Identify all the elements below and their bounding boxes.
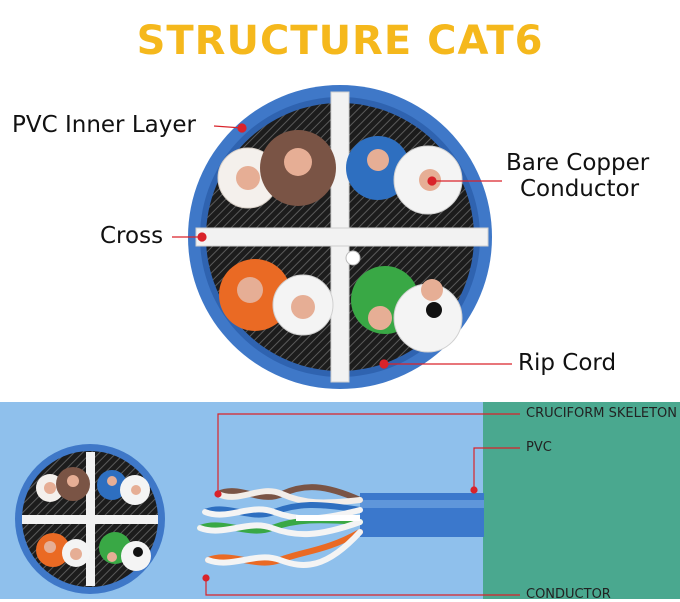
orange-pair bbox=[219, 259, 334, 336]
label-pvc-inner-layer: PVC Inner Layer bbox=[12, 112, 196, 138]
top-leader-lines bbox=[172, 123, 512, 369]
label-bare-copper-1: Bare Copper bbox=[506, 150, 650, 176]
page-title: STRUCTURE CAT6 bbox=[136, 18, 544, 64]
bottom-leader-lines bbox=[202, 413, 520, 596]
cable-side-view bbox=[197, 484, 484, 568]
label-rip-cord: Rip Cord bbox=[518, 350, 617, 376]
label-conductor: CONDUCTOR bbox=[526, 587, 611, 602]
brown-pair bbox=[217, 130, 336, 209]
label-cross: Cross bbox=[100, 223, 164, 249]
cable-cross-section bbox=[188, 85, 492, 389]
green-pair bbox=[351, 266, 463, 353]
blue-pair bbox=[346, 136, 463, 215]
small-cross-section bbox=[15, 444, 165, 594]
label-cruciform-skeleton: CRUCIFORM SKELETON bbox=[526, 406, 677, 421]
cross-spline-horizontal bbox=[195, 227, 489, 247]
label-pvc: PVC bbox=[526, 440, 552, 455]
label-bare-copper-2: Conductor bbox=[520, 176, 640, 202]
